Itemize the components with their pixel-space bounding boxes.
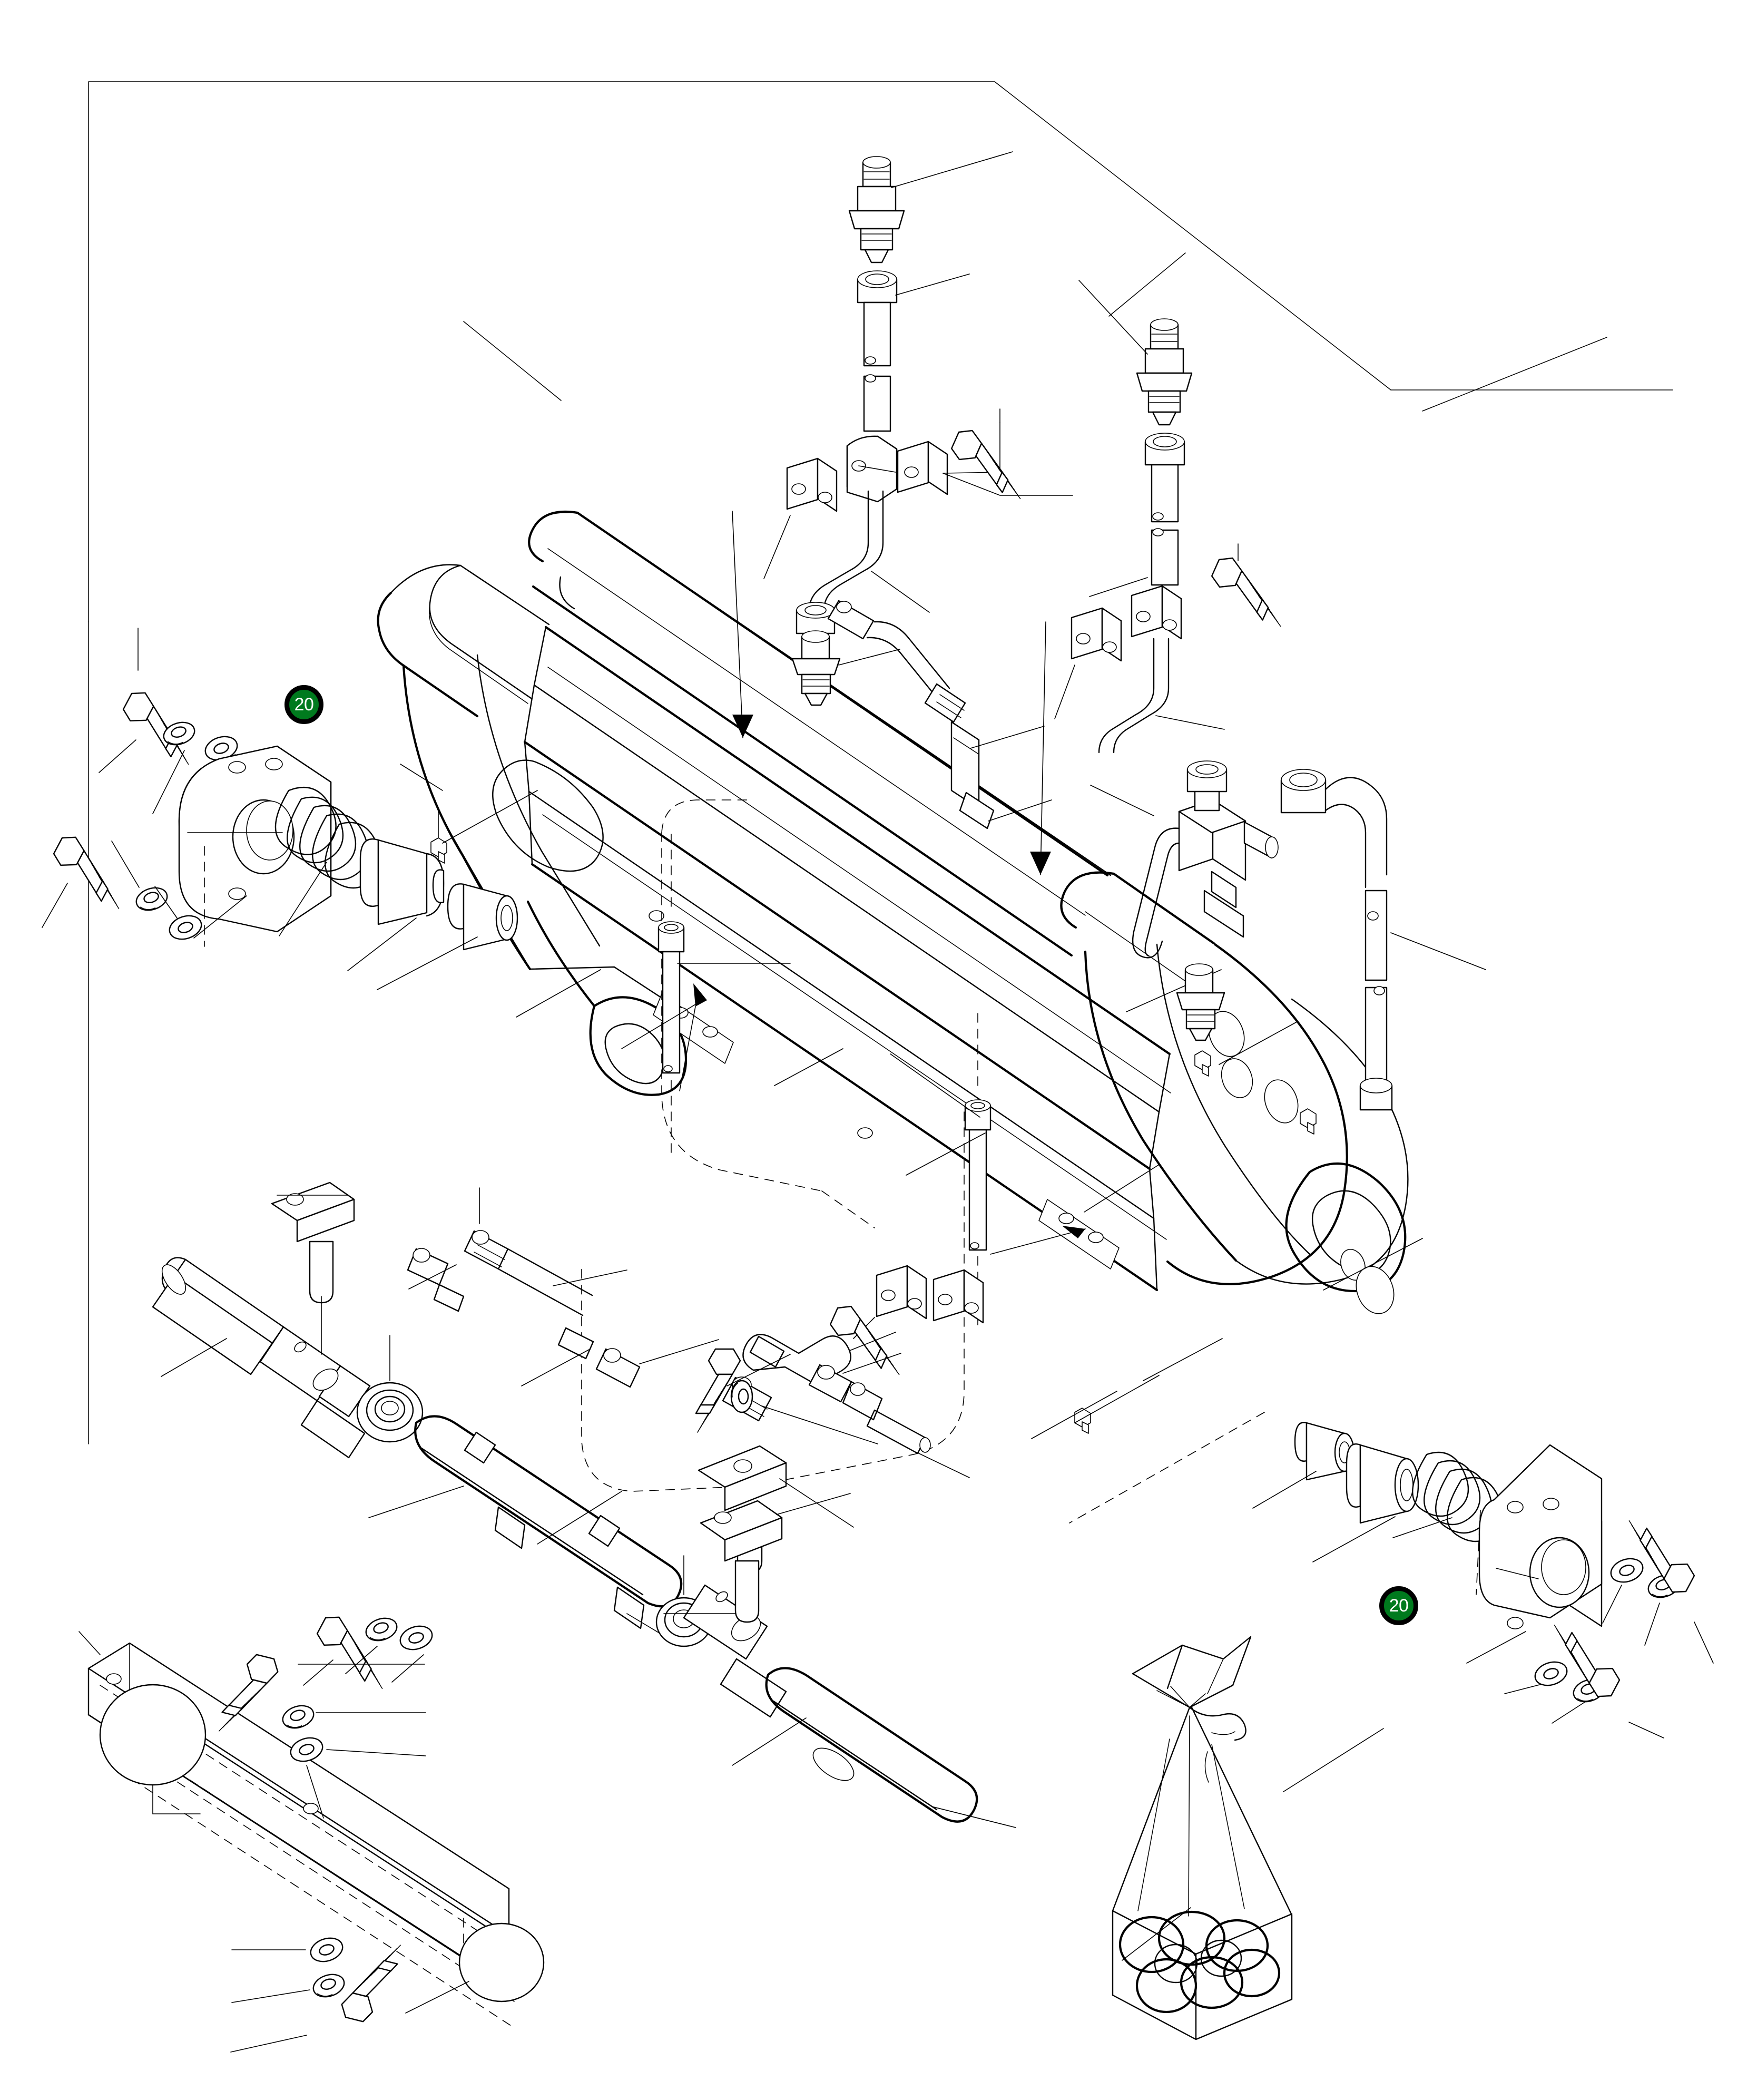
rail-hardware-upper [217, 1649, 426, 1819]
leader-lines [400, 764, 1423, 1439]
rod-end-bearing-left [356, 1335, 424, 1443]
clevis-pin-left [271, 1181, 355, 1355]
union-nut-3 [1144, 433, 1185, 523]
bent-tube-2 [1098, 638, 1225, 754]
grease-fitting-lower-left [1074, 1408, 1091, 1434]
bushing-right [1252, 1422, 1355, 1509]
cylinder-barrel-left [152, 1257, 284, 1377]
cylinder-pivot-hardware-left [303, 1611, 436, 1691]
cylinder-barrel-right [663, 1584, 1016, 1828]
quick-coupler-4 [1176, 963, 1225, 1041]
hose-clamp-2 [1054, 543, 1299, 719]
hose-segment-2 [557, 1327, 719, 1388]
callout-badge-left[interactable]: 20 [284, 685, 323, 724]
bushing-left [377, 883, 518, 990]
quick-coupler-1 [848, 151, 1013, 263]
tube-sleeve-1 [863, 374, 891, 432]
lower-hydraulic-fittings [407, 1187, 970, 1574]
right-cylinder-assembly [663, 1493, 1016, 1828]
right-latch-assembly [1252, 1422, 1714, 1738]
quick-coupler-2 [791, 630, 900, 706]
rail-hardware-lower [230, 1933, 403, 2053]
clevis-pin-right [700, 1493, 851, 1623]
union-nut-1 [857, 270, 970, 367]
short-hose-1 [827, 600, 1052, 829]
hardware-bag [1112, 1636, 1384, 2040]
latch-pin-left [347, 838, 445, 971]
callout-badge-right[interactable]: 20 [1379, 1586, 1418, 1625]
mounting-rail [78, 1631, 545, 2053]
tube-assembly-left [657, 827, 791, 1160]
elbow-hose-right [1280, 769, 1486, 1111]
cylinder-rod-left [368, 1415, 683, 1646]
left-cylinder-assembly [152, 1181, 712, 1691]
frame-tube-assemblies [657, 827, 1086, 1377]
upper-hydraulic-lines-center [763, 151, 1073, 829]
main-frame-casting [377, 510, 1409, 1523]
hose-segment-1 [464, 1187, 627, 1316]
quick-coupler-3 [1078, 280, 1193, 426]
quick-coupler-5 [407, 1248, 465, 1312]
hose-clamp-3 [821, 1265, 984, 1377]
tee-fitting [722, 1334, 970, 1478]
left-latch-assembly [42, 628, 518, 990]
tube-assembly-right [890, 1011, 1086, 1325]
manifold-block [1090, 760, 1279, 1012]
upper-hydraulic-lines-right [732, 280, 1486, 1111]
hose-clamp-1 [763, 408, 1073, 579]
grease-fitting-left [430, 808, 447, 864]
tube-sleeve-3 [1089, 528, 1179, 597]
frame-construction-lines [88, 81, 1673, 1444]
grease-fitting-right-1 [1194, 1050, 1211, 1077]
bent-tube-1 [808, 490, 930, 613]
latch-pin-right [1312, 1443, 1419, 1562]
latch-flange-left [178, 745, 332, 947]
grease-fitting-right-2 [1300, 1108, 1317, 1135]
latch-flange-right [1466, 1444, 1603, 1664]
union-nut-2 [796, 602, 836, 634]
